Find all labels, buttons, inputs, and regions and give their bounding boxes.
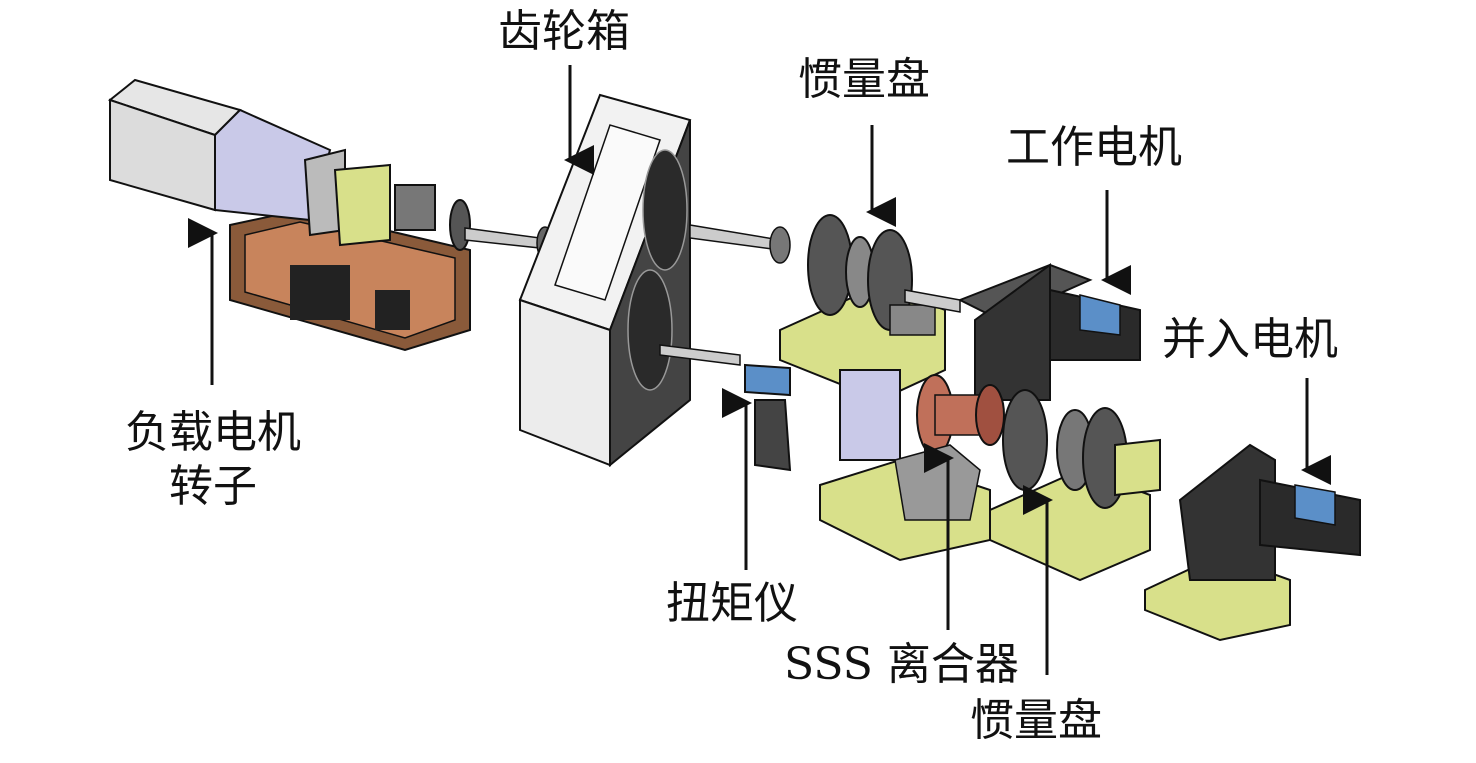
sss-clutch-label: SSS 离合器 (784, 639, 1019, 690)
upper-shaft-assembly (689, 214, 1141, 402)
load-motor-label-line1: 负载电机 (125, 407, 301, 458)
load-motor-label: 负载电机 转子 (108, 406, 318, 514)
lower-shaft-assembly (659, 344, 1361, 642)
gearbox-assembly (518, 93, 692, 468)
load-motor-assembly (107, 78, 554, 352)
parallel-motor-label: 并入电机 (1162, 314, 1338, 365)
inertia-disk-bottom-label: 惯量盘 (970, 695, 1102, 746)
gearbox-label: 齿轮箱 (498, 6, 630, 57)
inertia-disk-top-label: 惯量盘 (798, 54, 930, 105)
working-motor-label: 工作电机 (1006, 122, 1182, 173)
load-motor-label-line2: 转子 (169, 461, 257, 512)
torque-meter-label: 扭矩仪 (666, 578, 798, 629)
